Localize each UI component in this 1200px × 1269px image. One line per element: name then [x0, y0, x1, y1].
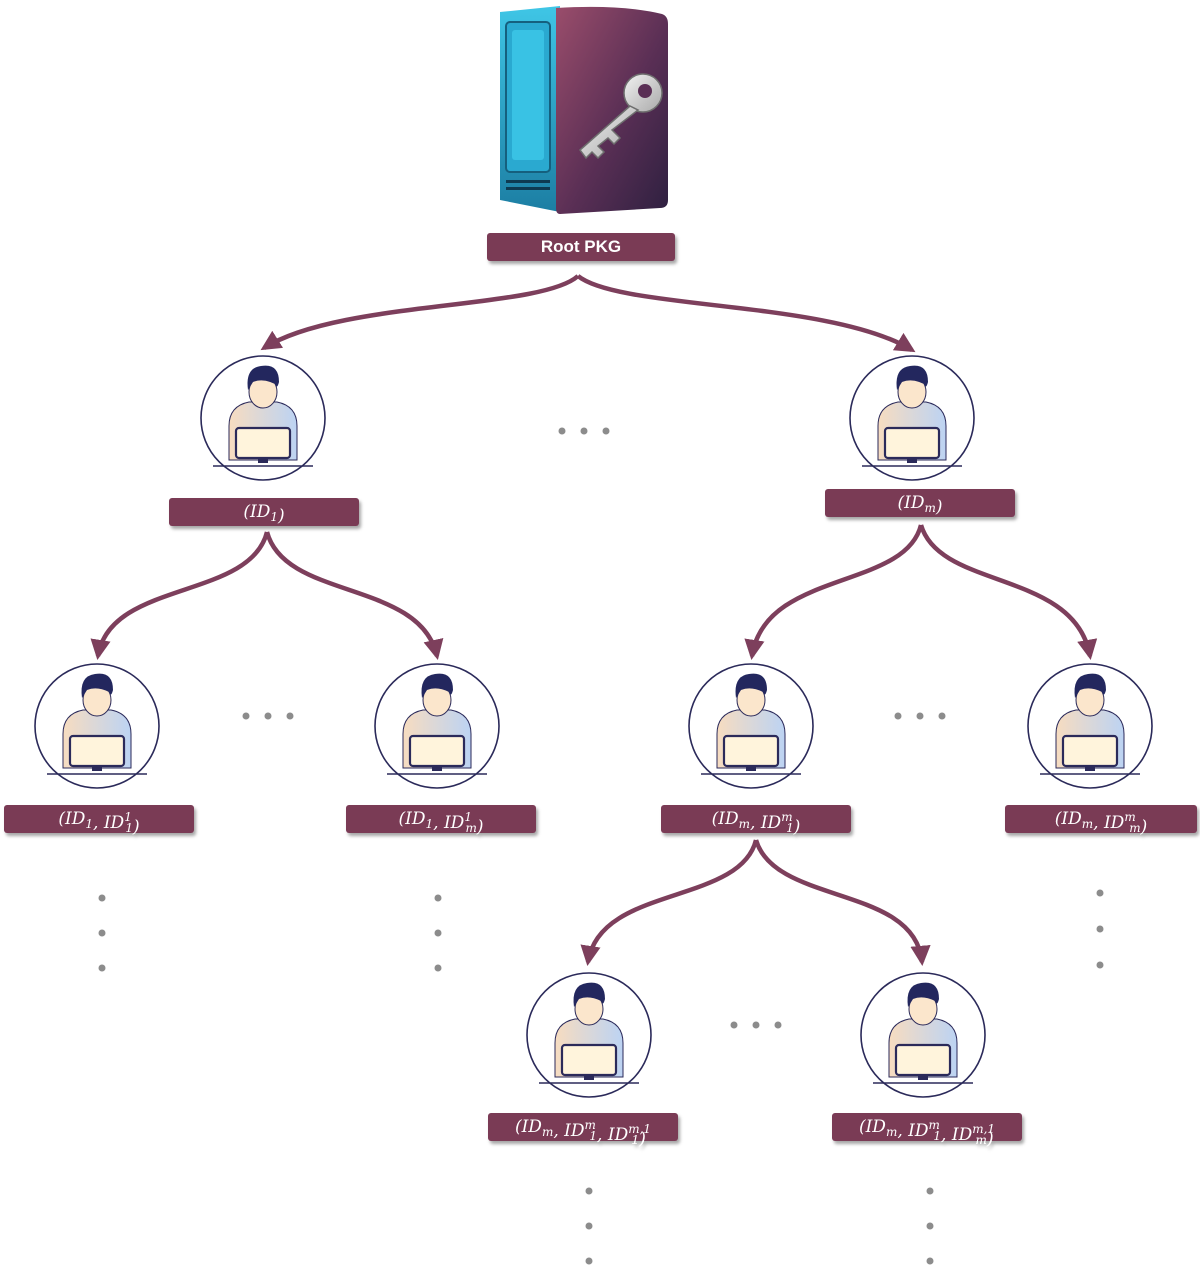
user-at-computer-icon — [200, 355, 326, 481]
edge-root-to-id1 — [260, 274, 580, 351]
edge-id1-to-id1-id1m — [264, 531, 444, 660]
server-with-key-icon — [500, 6, 668, 214]
vertical-ellipses — [98, 889, 1104, 1265]
user-at-computer-icon — [849, 355, 975, 481]
ellipsis-level2-left — [242, 712, 294, 720]
edge-root-to-idm — [576, 274, 916, 353]
user-at-computer-icon — [34, 663, 160, 789]
ellipsis-level3 — [730, 1021, 782, 1029]
user-at-computer-icon — [1027, 663, 1153, 789]
user-at-computer-icon — [526, 972, 652, 1098]
vdots-childm — [926, 1187, 934, 1265]
user-node-id1: (ID1) — [169, 355, 359, 526]
vdots-id1-id11 — [98, 894, 106, 972]
node-label: (IDm) — [825, 489, 1015, 517]
vdots-id1-id1m — [434, 894, 442, 972]
horizontal-ellipses — [242, 427, 946, 1029]
root-pkg-label: Root PKG — [487, 233, 675, 261]
edge-idm-id1m-to-child1 — [580, 839, 759, 967]
root-pkg-text: Root PKG — [541, 237, 621, 256]
node-label-text: (IDm) — [897, 493, 942, 517]
edge-idm-to-idm-id1m — [744, 524, 924, 661]
user-at-computer-icon — [860, 972, 986, 1098]
node-label: (ID1) — [169, 498, 359, 526]
ellipsis-level2-right — [894, 712, 946, 720]
edge-id1-to-id1-id11 — [90, 531, 270, 660]
user-node-idm: (IDm) — [825, 355, 1015, 517]
user-at-computer-icon — [688, 663, 814, 789]
user-at-computer-icon — [374, 663, 500, 789]
vdots-child1 — [585, 1187, 593, 1265]
hierarchy-edges — [90, 274, 1098, 967]
edge-idm-to-idm-idmm — [918, 524, 1098, 660]
node-label-text: (ID1) — [243, 502, 284, 526]
ellipsis-level1 — [558, 427, 610, 435]
vdots-idm-idmm — [1096, 889, 1104, 969]
edge-idm-id1m-to-childm — [753, 839, 931, 967]
